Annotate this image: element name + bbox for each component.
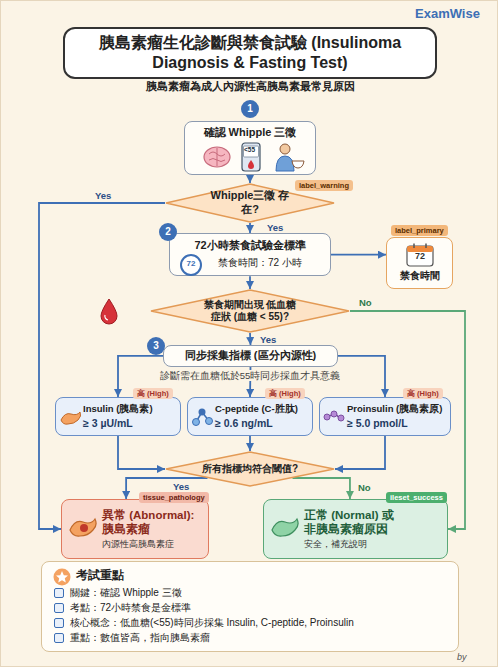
node-icon	[406, 243, 434, 267]
node-text: C-peptide (C-胜肽)	[215, 403, 308, 415]
flow-arrow	[249, 436, 251, 451]
diamond-text-holder: 所有指標均符合閾值?	[202, 463, 298, 476]
decision-diamond: 所有指標均符合閾值?	[165, 451, 335, 487]
callout-number: 1	[241, 100, 259, 118]
node-text: 考點：72小時禁食是金標準	[54, 600, 446, 615]
node-text: Whipple三徵 存在?	[210, 189, 290, 217]
edge-label: Yes	[171, 481, 191, 492]
node-icon	[68, 512, 98, 538]
subtitle: 胰島素瘤為成人內源性高胰島素最常見原因	[146, 80, 355, 93]
node-text: 關鍵：確認 Whipple 三徵	[54, 585, 446, 600]
flow-arrow	[249, 223, 251, 233]
node-text: ≥ 3 µU/mL	[83, 417, 176, 430]
node-icon	[191, 406, 213, 428]
decision-diamond: 禁食期間出現 低血糖 症狀 (血糖 < 55)?	[150, 289, 350, 333]
flow-arrow	[249, 175, 251, 183]
node-text: 禁食時間	[391, 270, 448, 283]
node-icon	[53, 568, 71, 586]
title-box: 胰島素瘤生化診斷與禁食試驗 (Insulinoma Diagnosis & Fa…	[63, 27, 437, 79]
flow-arrow	[249, 276, 251, 289]
node-text: 同步採集指標 (區分內源性)	[170, 349, 331, 363]
flow-arrow	[39, 203, 165, 529]
node-text: Proinsulin (胰島素原)	[347, 403, 446, 415]
node-text: 核心概念：低血糖(<55)時同步採集 Insulin, C-peptide, P…	[54, 615, 446, 630]
flow-arrow	[335, 436, 385, 469]
side-box: 禁食時間	[386, 237, 453, 289]
edge-label: No	[356, 482, 373, 493]
flow-arrow	[331, 254, 386, 256]
node-text: 考試重點	[54, 568, 446, 582]
blood-drop-shine	[105, 315, 108, 320]
node-text: 異常 (Abnormal): 胰島素瘤	[102, 508, 202, 537]
flow-arrow	[118, 436, 165, 469]
diamond-shape	[166, 452, 334, 486]
process-box: 確認 Whipple 三徵	[184, 121, 316, 175]
metric-box: Proinsulin (胰島素原) ≥ 5.0 pmol/L	[319, 397, 451, 436]
tag-label: label_warning	[295, 180, 353, 191]
note-text: 診斷需在血糖低於55時同步採血才具意義	[157, 370, 344, 381]
node-text: 確認 Whipple 三徵	[191, 126, 309, 140]
flow-arrow	[338, 356, 385, 397]
flow-arrow	[249, 367, 251, 397]
flow-arrow	[293, 478, 350, 499]
node-text: 正常 (Normal) 或 非胰島素瘤原因	[304, 508, 441, 537]
brand-mark: ExamWise	[415, 6, 480, 22]
process-box: 同步採集指標 (區分內源性)	[163, 345, 338, 367]
flow-arrow	[249, 333, 251, 345]
node-icon	[185, 142, 317, 174]
edge-label: No	[357, 297, 374, 308]
node-text: 禁食時間：72 小時	[178, 257, 322, 270]
diamond-text-holder: 禁食期間出現 低血糖 症狀 (血糖 < 55)?	[200, 299, 300, 324]
diamond-shape	[166, 184, 334, 222]
edge-label: Yes	[265, 222, 285, 233]
node-text: ≥ 0.6 ng/mL	[215, 417, 308, 430]
node-text: 72小時禁食試驗金標準	[178, 239, 322, 253]
diamond-text-holder: Whipple三徵 存在?	[210, 189, 290, 217]
node-icon	[270, 512, 300, 538]
edge-label: Yes	[258, 334, 278, 345]
node-icon	[323, 406, 345, 428]
metric-box: C-peptide (C-胜肽) ≥ 0.6 ng/mL	[187, 397, 313, 436]
node-text: 安全，補充說明	[304, 539, 441, 550]
node-icon	[59, 406, 81, 428]
tag-label: label_primary	[391, 225, 448, 236]
blood-drop-icon	[101, 299, 117, 324]
node-text: ≥ 5.0 pmol/L	[347, 417, 446, 430]
process-box: 72小時禁食試驗金標準禁食時間：72 小時	[169, 233, 331, 276]
result-box: 異常 (Abnormal): 胰島素瘤內源性高胰島素症	[61, 499, 209, 559]
edge-label: Yes	[93, 190, 113, 201]
result-box: 正常 (Normal) 或 非胰島素瘤原因安全，補充說明	[263, 499, 448, 559]
metric-box: Insulin (胰島素) ≥ 3 µU/mL	[55, 397, 181, 436]
decision-diamond: Whipple三徵 存在?	[165, 183, 335, 223]
flow-arrow	[118, 356, 163, 397]
flow-arrow	[126, 478, 207, 499]
node-text: 所有指標均符合閾值?	[202, 463, 298, 476]
node-text: 禁食期間出現 低血糖 症狀 (血糖 < 55)?	[200, 299, 300, 324]
node-text: 內源性高胰島素症	[102, 539, 202, 550]
signature: by	[457, 652, 467, 663]
note-panel: 考試重點關鍵：確認 Whipple 三徵考點：72小時禁食是金標準核心概念：低血…	[41, 561, 459, 652]
diamond-shape	[151, 290, 349, 332]
node-text: Insulin (胰島素)	[83, 403, 176, 415]
node-text: 重點：數值皆高，指向胰島素瘤	[54, 630, 446, 645]
node-icon	[180, 254, 202, 276]
